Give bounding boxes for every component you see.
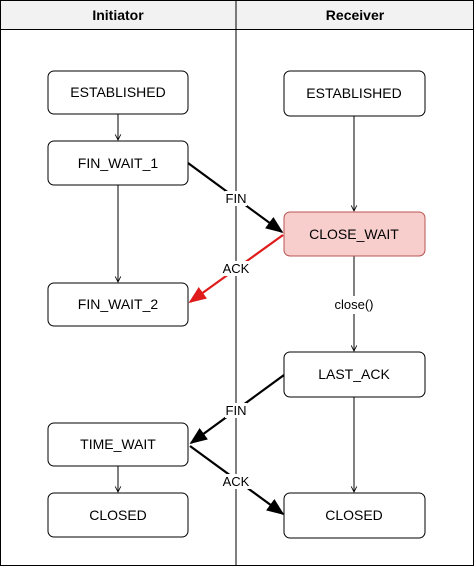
edge-label-ack-2: ACK <box>223 474 250 489</box>
edge-label-close-call: close() <box>334 297 373 312</box>
label-bg-close-call <box>328 296 380 314</box>
state-close-wait: CLOSE_WAIT <box>283 211 426 257</box>
label-bg-ack-2 <box>220 474 252 489</box>
state-time-wait: TIME_WAIT <box>47 422 189 467</box>
state-last-ack: LAST_ACK <box>283 351 426 398</box>
state-label: ESTABLISHED <box>70 84 165 100</box>
lane-title-receiver: Receiver <box>326 7 385 23</box>
lane-header-bar <box>0 0 474 30</box>
state-label: FIN_WAIT_2 <box>78 296 159 312</box>
label-bg-fin-2 <box>225 403 247 418</box>
state-label: ESTABLISHED <box>306 85 401 101</box>
state-label: FIN_WAIT_1 <box>78 155 159 171</box>
state-closed-initiator: CLOSED <box>47 492 189 538</box>
state-fin-wait-1: FIN_WAIT_1 <box>47 140 189 186</box>
edge-label-fin-2: FIN <box>226 403 247 418</box>
lane-title-initiator: Initiator <box>92 7 144 23</box>
label-bg-ack-1 <box>220 261 252 276</box>
state-label: CLOSE_WAIT <box>309 226 399 242</box>
state-established-initiator: ESTABLISHED <box>47 70 189 115</box>
state-label: CLOSED <box>89 507 147 523</box>
edge-label-ack-1: ACK <box>223 261 250 276</box>
state-label: CLOSED <box>325 507 383 523</box>
edge-label-fin-1: FIN <box>226 191 247 206</box>
state-label: TIME_WAIT <box>80 436 156 452</box>
state-closed-receiver: CLOSED <box>283 492 426 539</box>
state-fin-wait-2: FIN_WAIT_2 <box>47 282 189 327</box>
label-bg-fin-1 <box>225 191 247 206</box>
state-established-receiver: ESTABLISHED <box>283 70 426 117</box>
state-label: LAST_ACK <box>318 366 390 382</box>
